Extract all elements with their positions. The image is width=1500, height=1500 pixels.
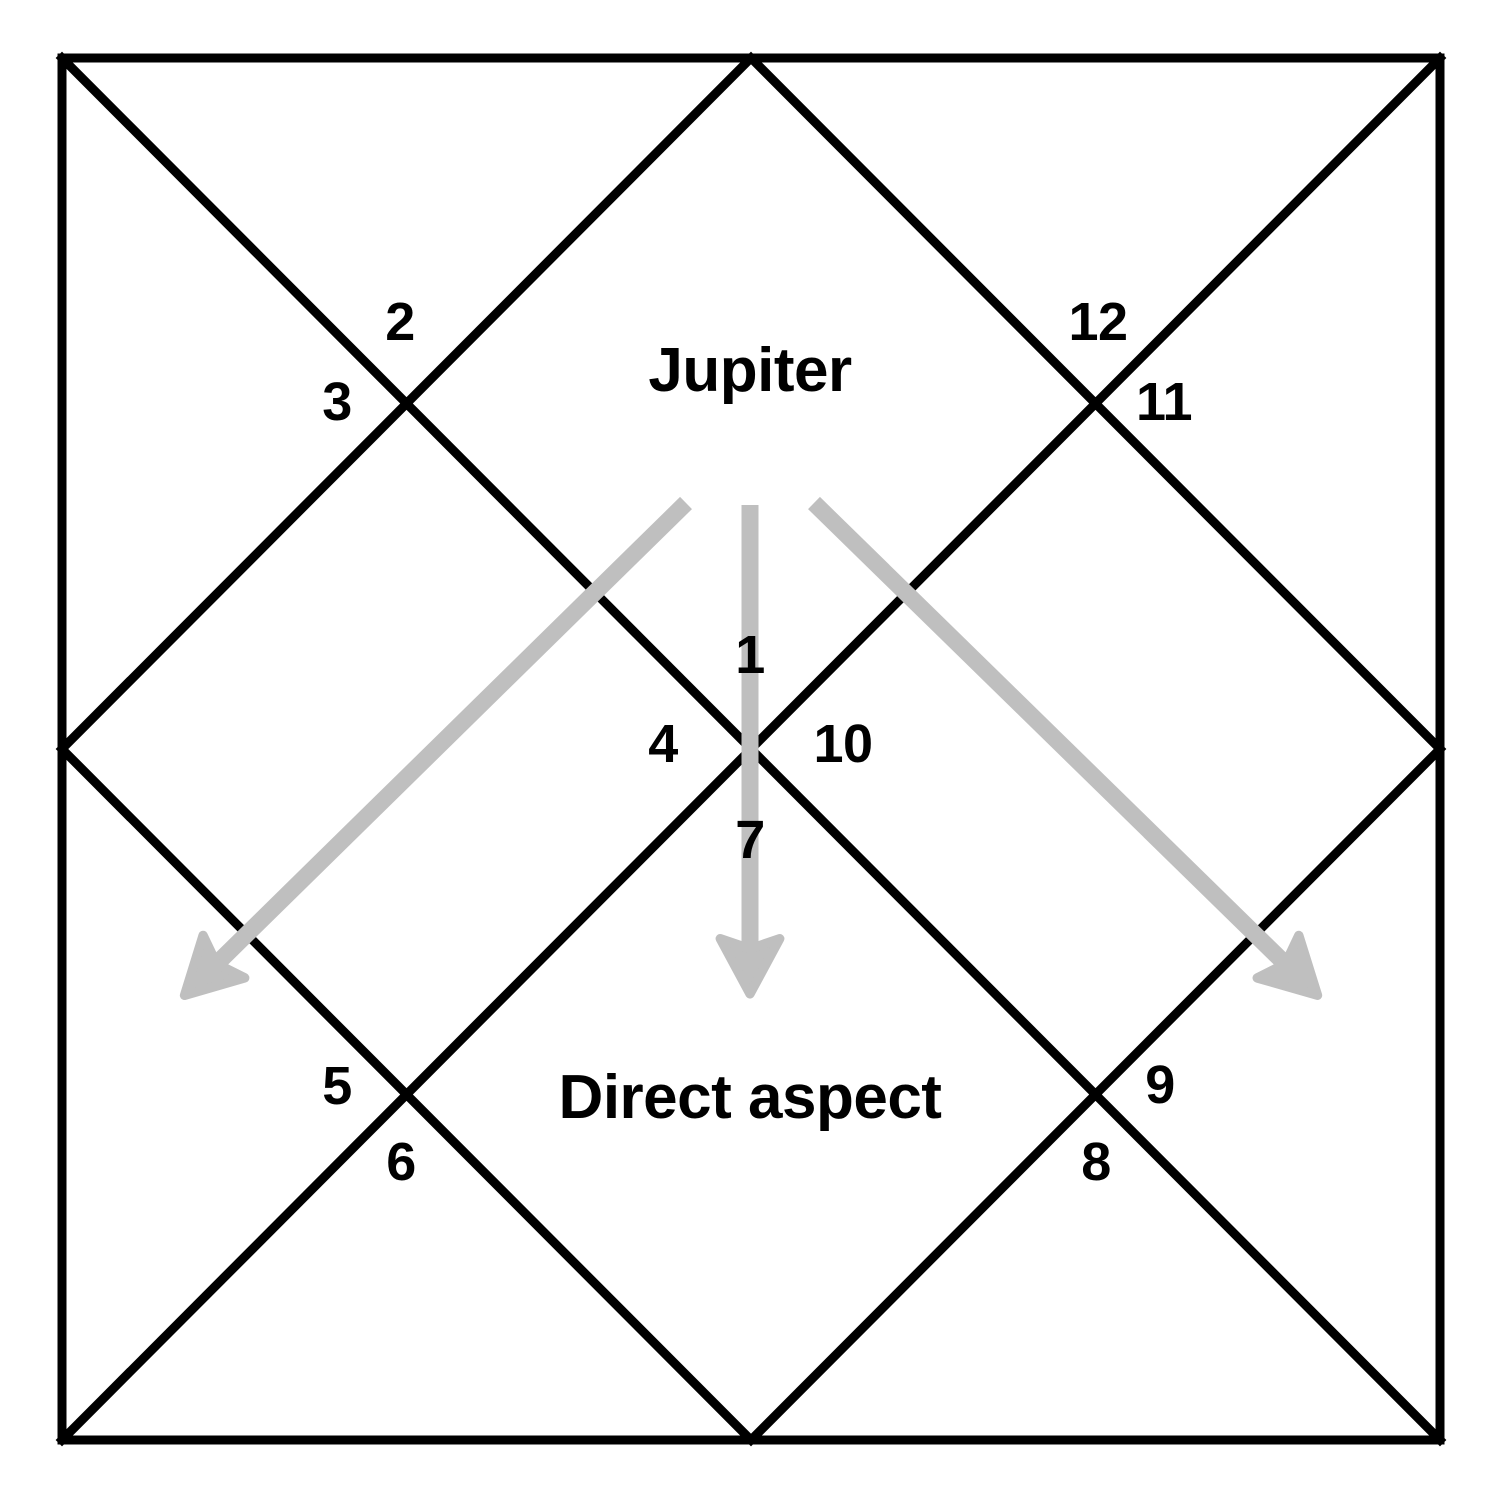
house-label-3: 3	[322, 372, 352, 432]
house-label-7: 7	[735, 810, 765, 870]
house-label-9: 9	[1145, 1055, 1175, 1115]
house-label-10: 10	[813, 714, 873, 774]
aspect-arrows-group	[179, 496, 1323, 1001]
house-label-1: 1	[735, 625, 765, 685]
house-label-2: 2	[385, 292, 415, 352]
house-label-6: 6	[386, 1132, 416, 1192]
inner-diamond	[55, 51, 1447, 1447]
aspect-caption: Direct aspect	[558, 1063, 942, 1132]
aspect-arrow-to-house-5	[179, 496, 692, 1001]
house-label-11: 11	[1135, 372, 1193, 432]
planet-title-jupiter: Jupiter	[648, 336, 852, 405]
house-label-5: 5	[322, 1056, 352, 1116]
house-label-12: 12	[1068, 292, 1128, 352]
house-label-4: 4	[648, 714, 678, 774]
house-label-8: 8	[1081, 1132, 1111, 1192]
aspect-arrow-to-house-9	[808, 496, 1323, 1000]
